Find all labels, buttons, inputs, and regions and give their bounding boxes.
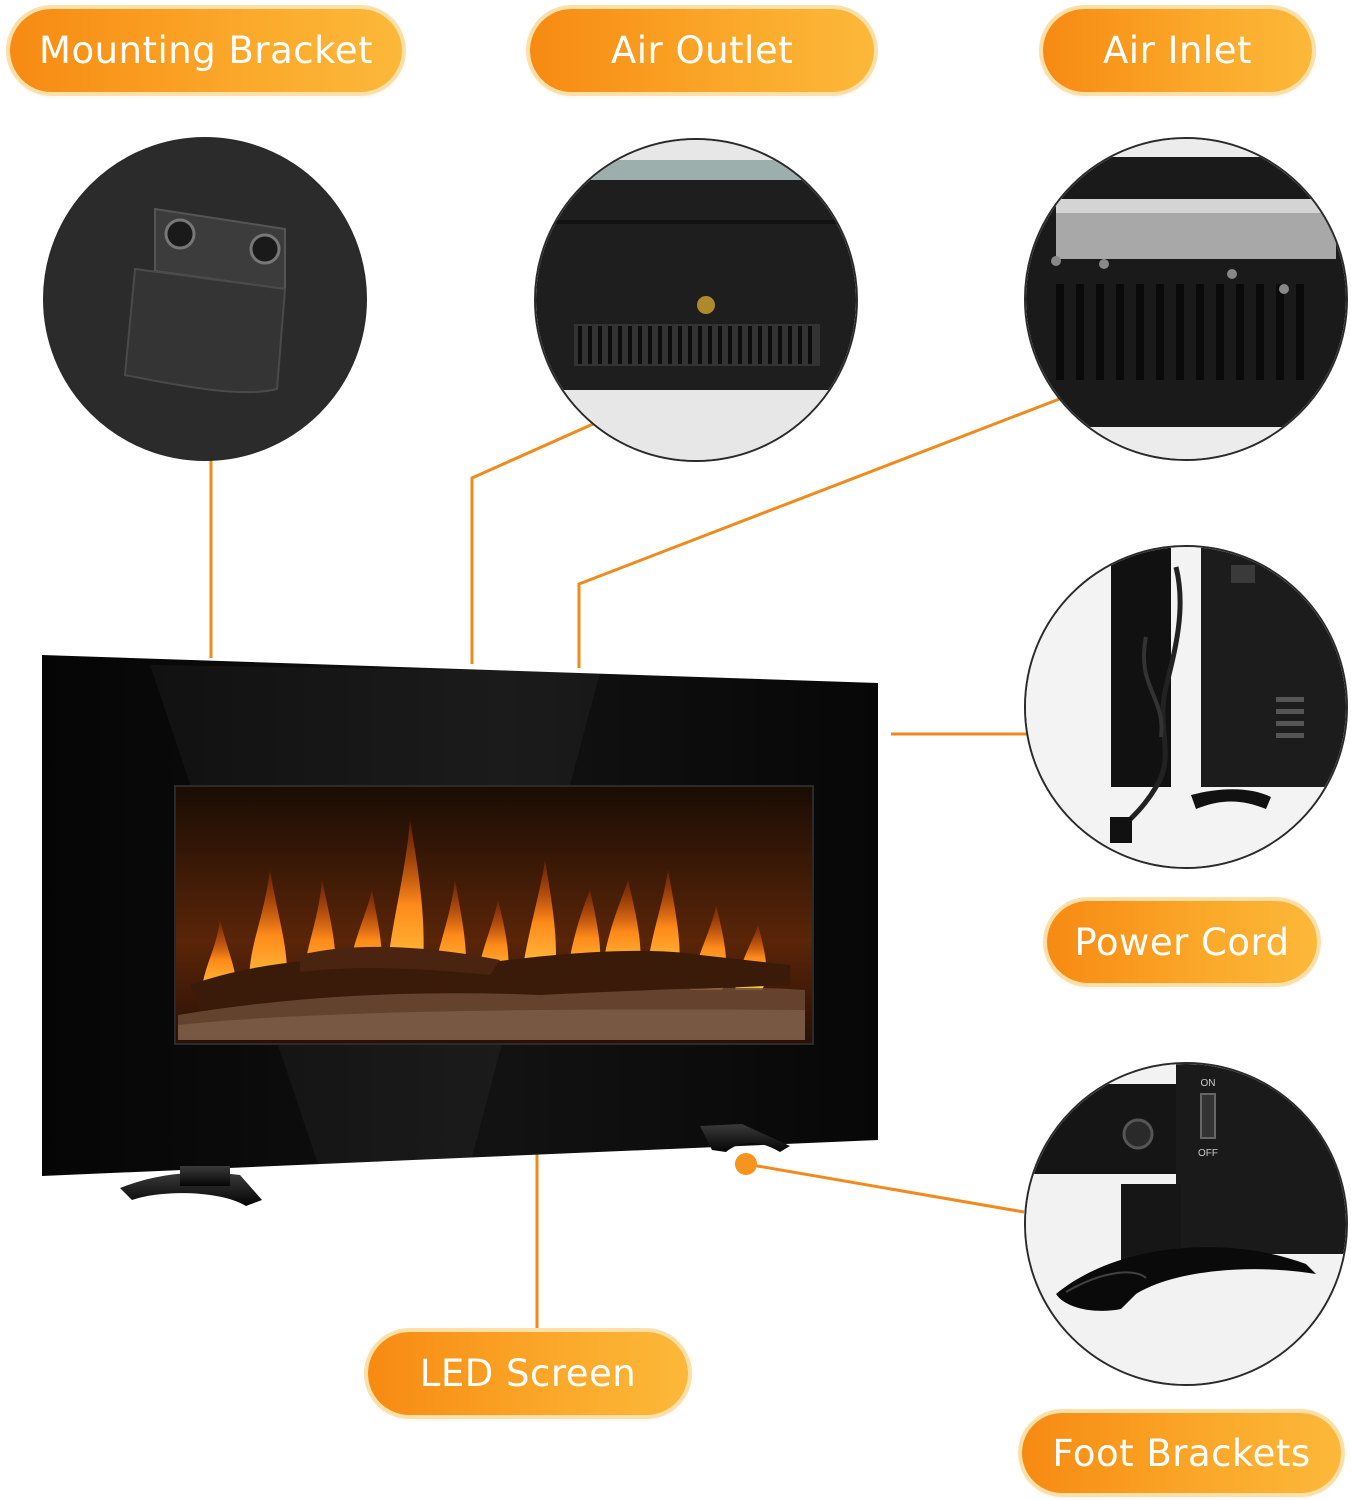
switch-on-label: ON	[1201, 1078, 1216, 1089]
foot-left	[120, 1166, 262, 1206]
foot-brackets-leader	[745, 1162, 1025, 1214]
logs	[190, 946, 790, 1010]
foot-brackets-detail: ON OFF	[1024, 1062, 1348, 1386]
led-screen-label: LED Screen	[368, 1332, 688, 1415]
switch-off-label: OFF	[1198, 1148, 1218, 1159]
air-inlet-label: Air Inlet	[1043, 9, 1312, 92]
air-outlet-label: Air Outlet	[530, 9, 874, 92]
air-inlet-detail	[1024, 137, 1348, 461]
foot-brackets-label: Foot Brackets	[1022, 1413, 1341, 1493]
mounting-bracket-detail	[43, 137, 367, 461]
air-inlet-leader	[577, 396, 1063, 668]
mounting-bracket-label: Mounting Bracket	[10, 9, 402, 92]
air-outlet-detail	[534, 138, 858, 462]
air-outlet-leader	[470, 422, 594, 664]
power-cord-label: Power Cord	[1047, 901, 1317, 983]
foot-right	[700, 1124, 790, 1152]
foot-brackets-dot	[735, 1153, 757, 1175]
power-cord-detail	[1024, 545, 1348, 869]
